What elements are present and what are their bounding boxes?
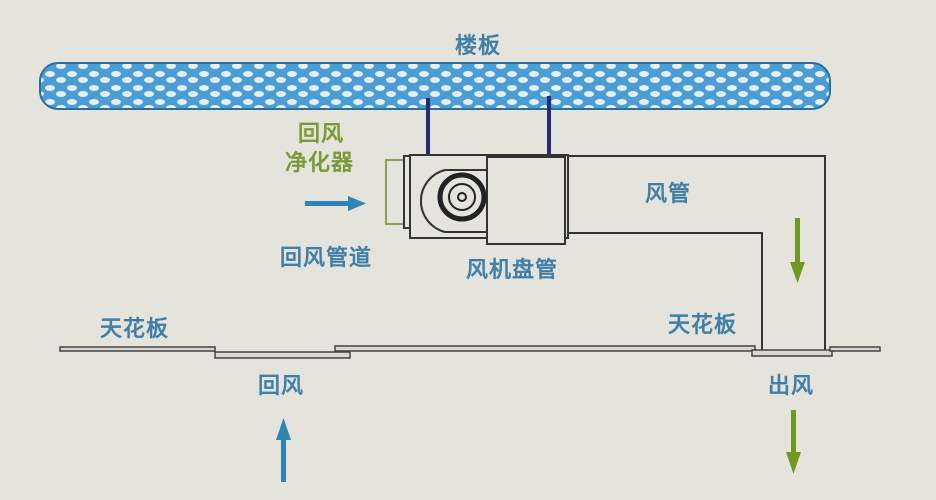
floor-slab [39,62,831,110]
fan-icon [437,172,487,222]
label-purifier-line1: 回风 [298,122,345,147]
label-return-duct: 回风管道 [280,246,373,271]
supply-arrow-down-room [786,410,801,474]
label-fan-coil: 风机盘管 [466,258,559,283]
return-arrow-up [276,418,291,482]
air-duct [568,155,826,350]
supply-arrow-down-duct [790,218,805,283]
label-purifier-line2: 净化器 [285,151,355,176]
label-duct: 风管 [645,182,692,207]
return-arrow-right [305,196,366,211]
label-ceiling-left: 天花板 [100,317,170,342]
label-ceiling-right: 天花板 [668,313,738,338]
ceiling [59,345,881,359]
label-supply-air: 出风 [768,374,815,399]
label-return-air: 回风 [258,374,305,399]
label-slab: 楼板 [455,34,502,59]
fan-coil-unit [403,154,569,245]
